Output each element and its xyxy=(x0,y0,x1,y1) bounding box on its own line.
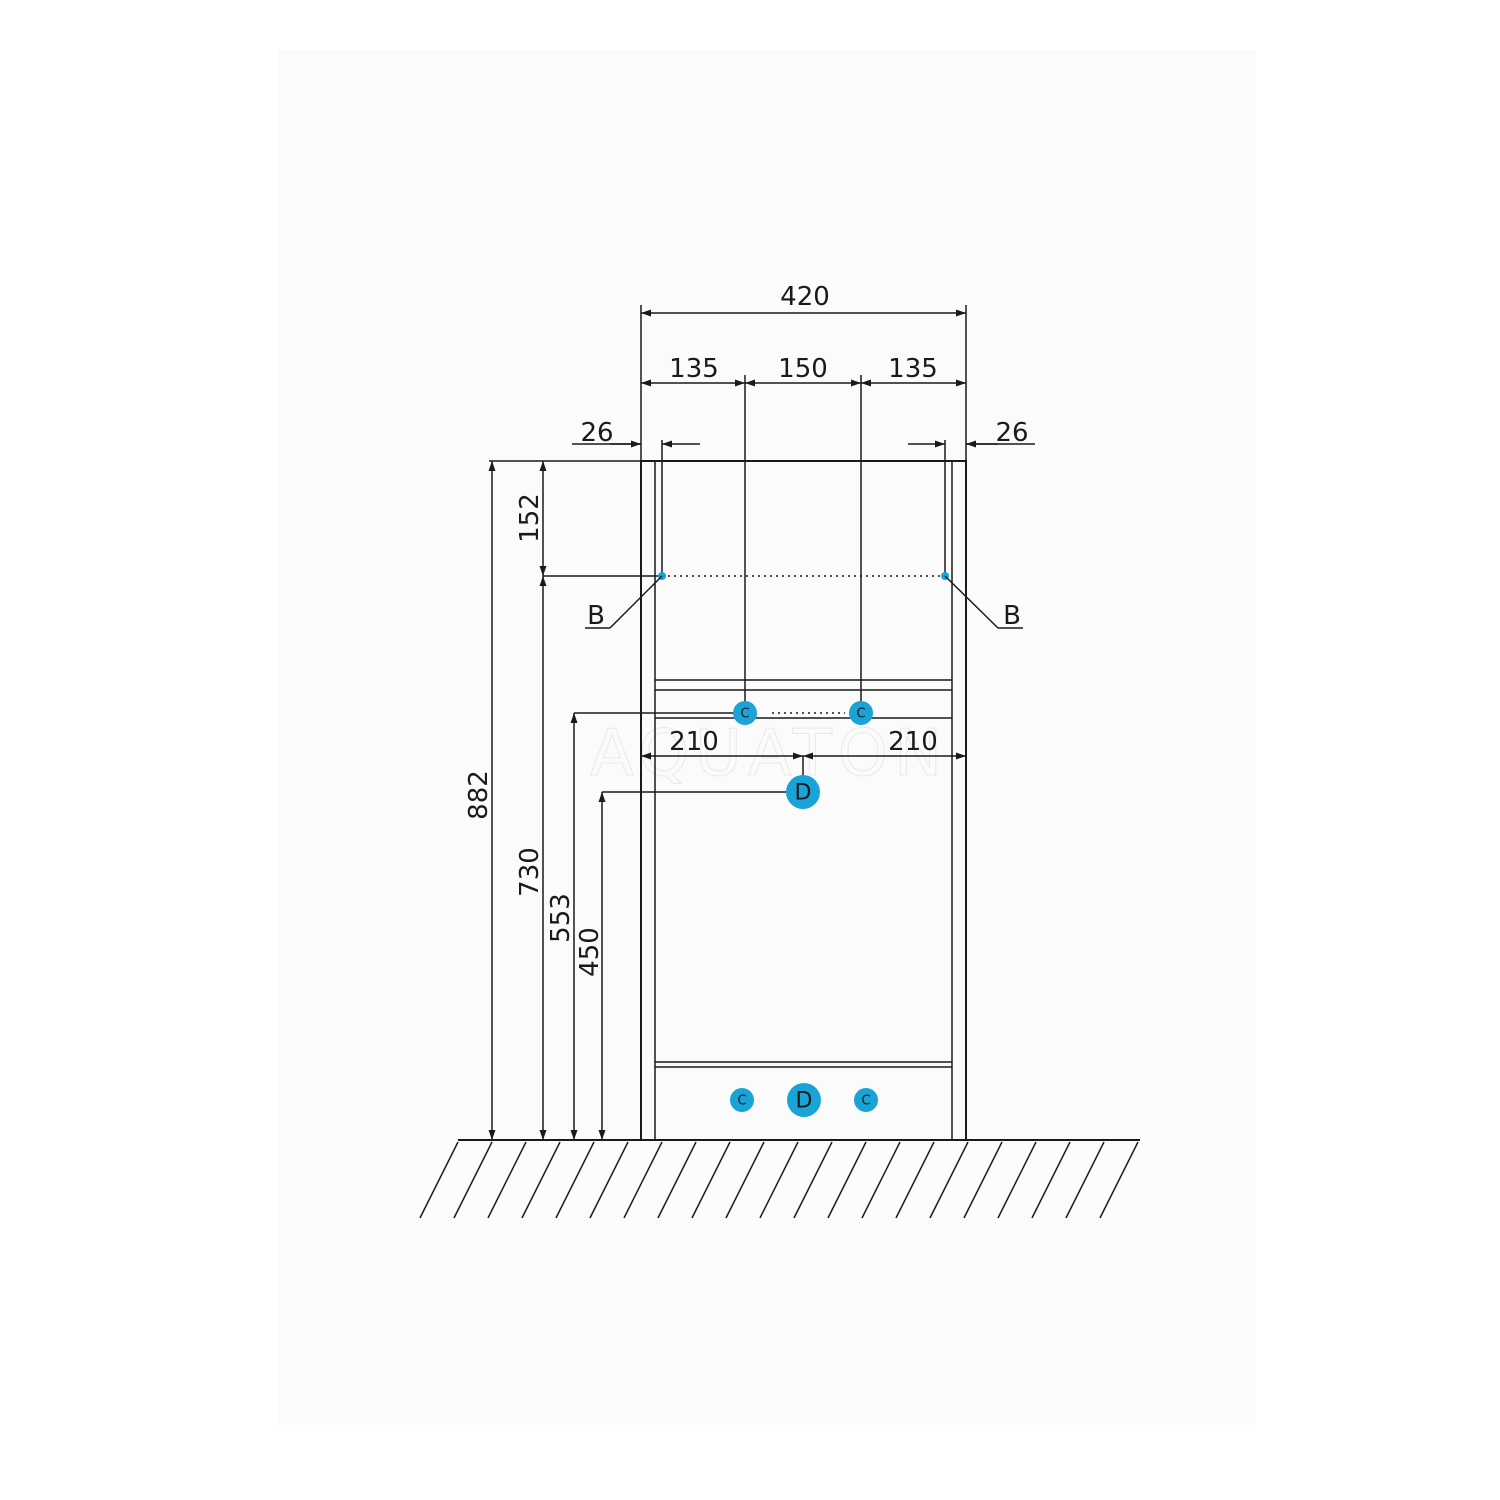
dim-label-26-right: 26 xyxy=(995,418,1028,448)
dim-label-450: 450 xyxy=(575,927,605,977)
hatch-line xyxy=(759,1141,799,1219)
d-marker-bottom xyxy=(787,1083,821,1117)
hatch-line xyxy=(555,1141,595,1219)
b-label-left: B xyxy=(587,601,605,631)
dim-882: 882 xyxy=(464,461,496,1140)
b-label-right: B xyxy=(1003,601,1021,631)
dim-label-553: 553 xyxy=(546,893,576,943)
c-marker-upper-left xyxy=(733,701,757,725)
hatch-line xyxy=(1031,1141,1071,1219)
c-marker-upper-right xyxy=(849,701,873,725)
c-label-upper-right: C xyxy=(856,707,865,722)
c-connectors-upper: C C xyxy=(733,701,873,725)
dim-label-152: 152 xyxy=(515,493,545,543)
hatch-line xyxy=(997,1141,1037,1219)
c-label-bottom-right: C xyxy=(861,1094,870,1109)
dim-label-882: 882 xyxy=(464,770,494,820)
floor xyxy=(419,1139,1140,1219)
hatch-line xyxy=(963,1141,1003,1219)
hatch-line xyxy=(419,1141,459,1219)
d-connector-upper: D xyxy=(786,775,820,809)
dim-label-135-right: 135 xyxy=(888,354,938,384)
b-marker-row: B B xyxy=(585,572,1023,631)
dim-135-150-135: 135 150 135 xyxy=(641,354,966,712)
floor-hatching xyxy=(419,1141,1139,1219)
hatch-line xyxy=(1065,1141,1105,1219)
dim-450: 450 xyxy=(575,791,803,1140)
dim-210-210: 210 210 xyxy=(641,727,966,776)
dim-26-right: 26 xyxy=(908,418,1035,576)
c-marker-bottom-right xyxy=(854,1088,878,1112)
dim-label-210-left: 210 xyxy=(669,727,719,757)
hatch-line xyxy=(623,1141,663,1219)
cabinet-body xyxy=(640,460,967,1141)
hatch-line xyxy=(487,1141,527,1219)
hatch-line xyxy=(589,1141,629,1219)
dim-152: 152 xyxy=(489,460,662,577)
c-label-bottom-left: C xyxy=(737,1094,746,1109)
c-marker-bottom-left xyxy=(730,1088,754,1112)
dim-label-420: 420 xyxy=(780,282,830,312)
dim-26-left: 26 xyxy=(572,418,700,576)
dim-label-150: 150 xyxy=(778,354,828,384)
hatch-line xyxy=(861,1141,901,1219)
dim-730: 730 xyxy=(515,576,547,1140)
hatch-line xyxy=(725,1141,765,1219)
dim-label-26-left: 26 xyxy=(580,418,613,448)
hatch-line xyxy=(1099,1141,1139,1219)
hatch-line xyxy=(521,1141,561,1219)
d-marker-upper xyxy=(786,775,820,809)
hatch-line xyxy=(793,1141,833,1219)
dim-553: 553 xyxy=(546,712,745,1140)
hatch-line xyxy=(691,1141,731,1219)
c-label-upper-left: C xyxy=(740,707,749,722)
hatch-line xyxy=(895,1141,935,1219)
dim-label-730: 730 xyxy=(515,847,545,897)
d-label-bottom: D xyxy=(796,1089,813,1114)
d-label-upper: D xyxy=(795,781,812,806)
hatch-line xyxy=(453,1141,493,1219)
hatch-line xyxy=(657,1141,697,1219)
hatch-line xyxy=(929,1141,969,1219)
dim-label-135-left: 135 xyxy=(669,354,719,384)
hatch-line xyxy=(827,1141,867,1219)
drawing-sheet xyxy=(278,50,1256,1425)
dim-label-210-right: 210 xyxy=(888,727,938,757)
bottom-markers: C D C xyxy=(730,1083,878,1117)
